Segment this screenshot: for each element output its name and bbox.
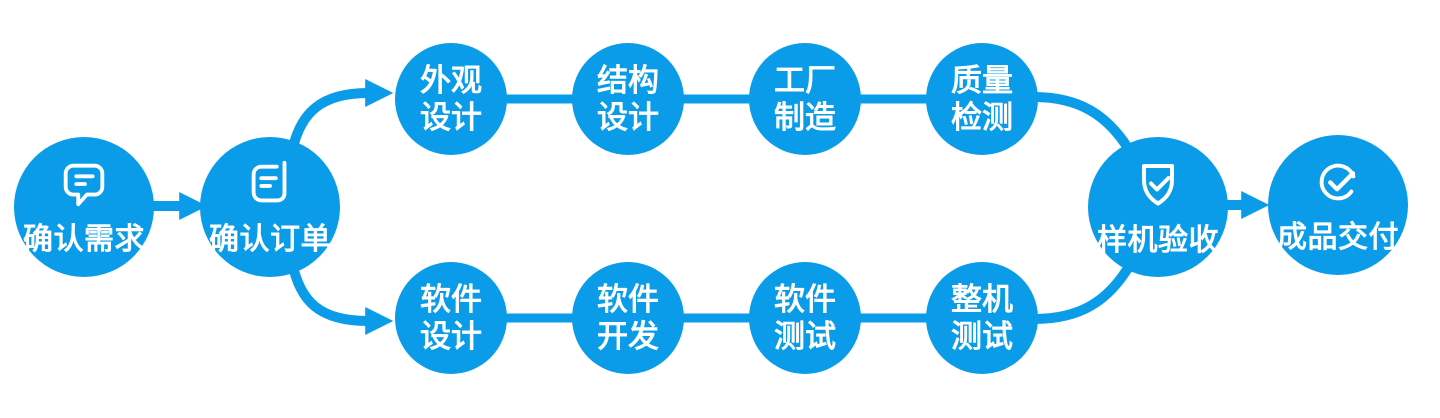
node-software-testing: 软件 测试 [749, 262, 861, 374]
check-circle-icon [1319, 163, 1356, 200]
order-document-icon [251, 160, 287, 202]
node-product-delivery: 成品交付 [1268, 135, 1408, 275]
node-label: 确认需求 [23, 222, 145, 256]
node-label: 结构 设计 [597, 63, 659, 135]
chat-bubble-icon [63, 163, 105, 206]
shield-check-icon [1142, 163, 1174, 205]
node-structure-design: 结构 设计 [572, 43, 684, 155]
node-label: 确认订单 [209, 222, 331, 256]
node-label: 软件 设计 [420, 282, 482, 354]
edge-quality-inspection-to-prototype-acceptance [1033, 92, 1136, 156]
node-software-design: 软件 设计 [395, 262, 507, 374]
node-confirm-order: 确认订单 [200, 137, 340, 277]
node-confirm-requirements: 确认需求 [14, 137, 154, 277]
node-whole-machine-testing: 整机 测试 [926, 262, 1038, 374]
edge-confirm-order-to-appearance-design [287, 79, 394, 154]
node-software-development: 软件 开发 [572, 262, 684, 374]
node-label: 样机验收 [1097, 223, 1219, 257]
node-label: 整机 测试 [951, 282, 1013, 354]
node-label: 工厂 制造 [774, 63, 836, 135]
node-label: 软件 开发 [597, 282, 659, 354]
node-label: 外观 设计 [420, 63, 482, 135]
node-label: 成品交付 [1277, 220, 1399, 254]
node-appearance-design: 外观 设计 [395, 43, 507, 155]
node-label: 软件 测试 [774, 282, 836, 354]
node-prototype-acceptance: 样机验收 [1088, 137, 1228, 277]
node-factory-manufacturing: 工厂 制造 [749, 43, 861, 155]
node-label: 质量 检测 [951, 63, 1013, 135]
edge-whole-machine-testing-to-prototype-acceptance [1033, 260, 1136, 324]
edge-confirm-order-to-software-design [287, 260, 394, 335]
node-quality-inspection: 质量 检测 [926, 43, 1038, 155]
